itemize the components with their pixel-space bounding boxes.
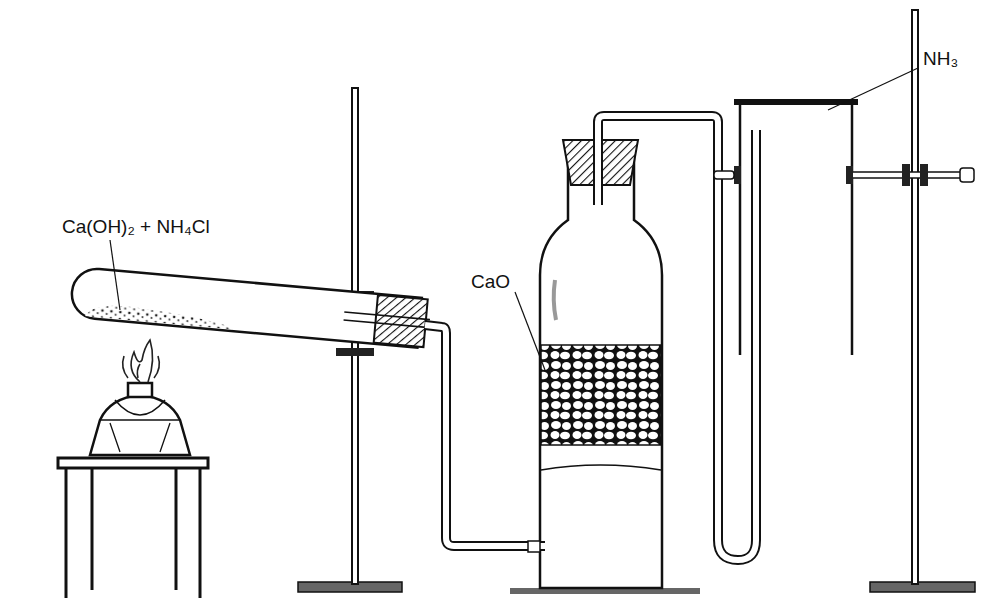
tripod	[58, 458, 208, 598]
inlet-connector	[528, 541, 540, 552]
flame	[123, 340, 160, 382]
leader-line	[110, 68, 918, 370]
retort-stand	[714, 10, 975, 592]
test-tube	[70, 267, 432, 349]
delivery-tube	[425, 116, 756, 560]
part-label: CaO	[469, 271, 512, 293]
spirit-lamp	[90, 383, 190, 455]
collecting-tube	[734, 99, 858, 355]
part-label: NH₃	[921, 48, 960, 70]
drying-tower	[510, 140, 700, 594]
part-label: Ca(OH)₂ + NH₄Cl	[60, 216, 212, 238]
